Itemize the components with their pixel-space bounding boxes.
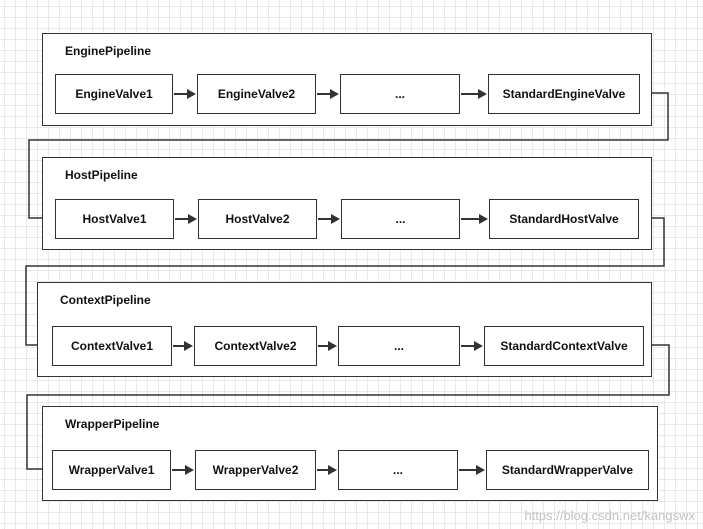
- engine-valve-1: EngineValve1: [55, 74, 173, 114]
- standard-context-valve: StandardContextValve: [484, 326, 644, 366]
- connector-context-to-wrapper: [26, 344, 670, 474]
- flow-arrow: [175, 213, 197, 225]
- host-pipeline: HostPipeline HostValve1 HostValve2 ... S…: [42, 157, 652, 250]
- engine-pipeline-title: EnginePipeline: [65, 44, 152, 58]
- flow-arrow: [461, 213, 488, 225]
- flow-arrow: [318, 340, 337, 352]
- host-valve-2: HostValve2: [198, 199, 317, 239]
- engine-valve-ellipsis: ...: [340, 74, 460, 114]
- flow-arrow: [172, 464, 194, 476]
- context-valve-1: ContextValve1: [52, 326, 172, 366]
- flow-arrow: [461, 340, 483, 352]
- engine-valve-2: EngineValve2: [197, 74, 316, 114]
- wrapper-valve-1: WrapperValve1: [52, 450, 171, 490]
- context-valve-ellipsis: ...: [338, 326, 460, 366]
- flow-arrow: [317, 464, 337, 476]
- flow-arrow: [317, 88, 339, 100]
- wrapper-pipeline-title: WrapperPipeline: [65, 417, 160, 431]
- watermark-text: https://blog.csdn.net/kangswx: [524, 508, 695, 523]
- host-pipeline-title: HostPipeline: [65, 168, 138, 182]
- engine-pipeline: EnginePipeline EngineValve1 EngineValve2…: [42, 33, 652, 126]
- flow-arrow: [461, 88, 487, 100]
- flow-arrow: [174, 88, 196, 100]
- wrapper-pipeline: WrapperPipeline WrapperValve1 WrapperVal…: [42, 406, 658, 501]
- standard-host-valve: StandardHostValve: [489, 199, 639, 239]
- host-valve-ellipsis: ...: [341, 199, 460, 239]
- context-pipeline: ContextPipeline ContextValve1 ContextVal…: [37, 282, 652, 377]
- flow-arrow: [459, 464, 485, 476]
- standard-engine-valve: StandardEngineValve: [488, 74, 640, 114]
- context-pipeline-title: ContextPipeline: [60, 293, 151, 307]
- flow-arrow: [318, 213, 340, 225]
- connector-engine-to-host: [28, 92, 669, 223]
- wrapper-valve-ellipsis: ...: [338, 450, 458, 490]
- wrapper-valve-2: WrapperValve2: [195, 450, 316, 490]
- context-valve-2: ContextValve2: [194, 326, 317, 366]
- standard-wrapper-valve: StandardWrapperValve: [486, 450, 649, 490]
- host-valve-1: HostValve1: [55, 199, 174, 239]
- connector-host-to-context: [25, 217, 665, 350]
- flow-arrow: [173, 340, 193, 352]
